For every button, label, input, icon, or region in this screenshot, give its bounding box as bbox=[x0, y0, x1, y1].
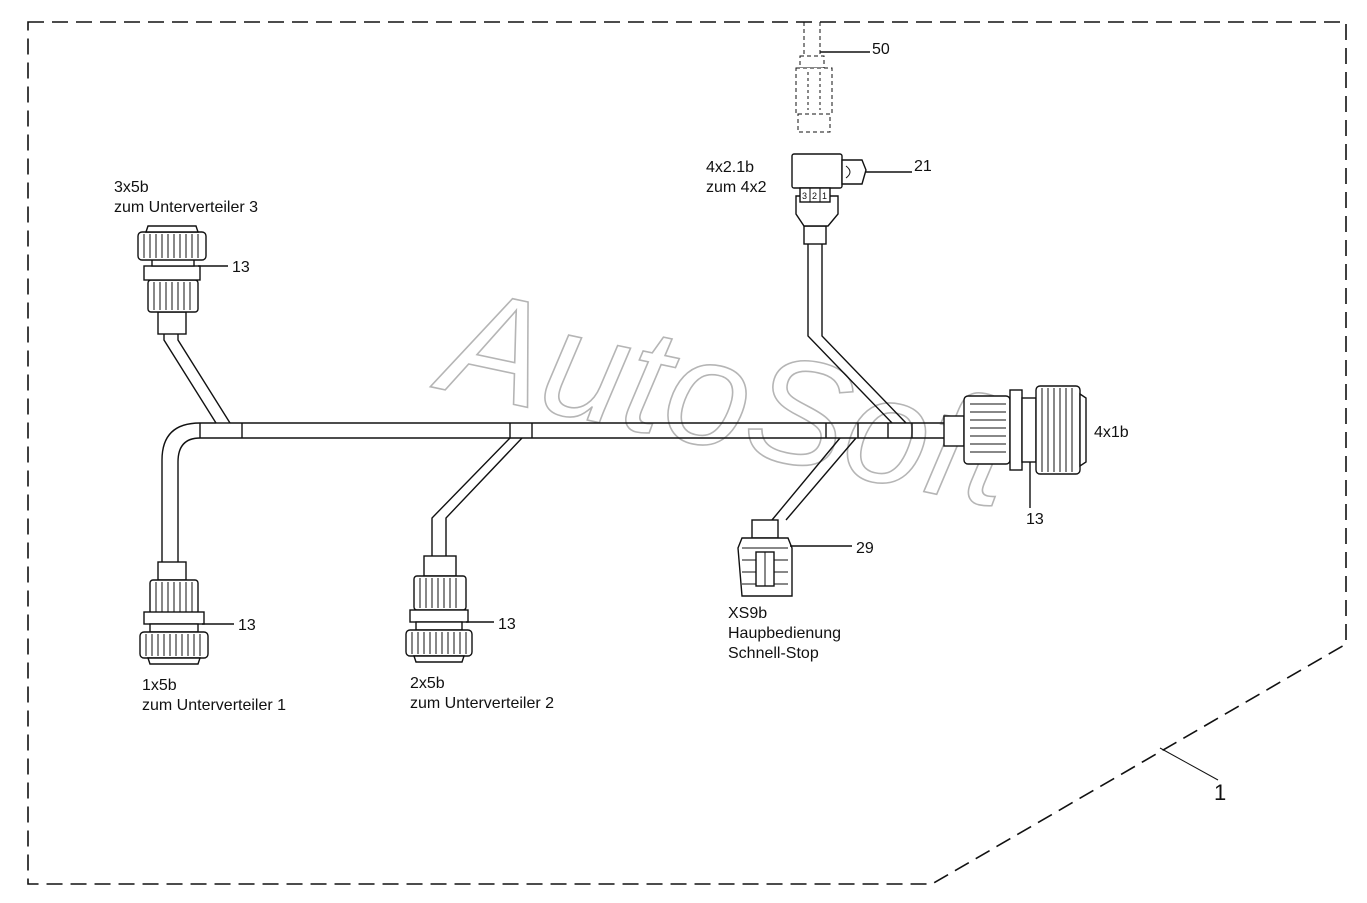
label-2x5b-desc: zum Unterverteiler 2 bbox=[410, 695, 554, 712]
label-1x5b-code: 1x5b bbox=[142, 677, 177, 694]
connector-3x5b: 13 3x5b zum Unterverteiler 3 bbox=[114, 179, 258, 335]
pin-3: 3 bbox=[802, 191, 807, 201]
watermark: AutoSoft bbox=[423, 254, 1034, 541]
connector-4x1b: 13 4x1b bbox=[943, 385, 1129, 528]
connector-4x2-1b: 3 2 1 21 4x2.1b zum 4x2 bbox=[706, 153, 932, 245]
connector-1x5b: 13 1x5b zum Unterverteiler 1 bbox=[139, 561, 286, 714]
callout-21: 21 bbox=[914, 158, 932, 175]
callout-29: 29 bbox=[856, 540, 874, 557]
label-xs9b-desc2: Schnell-Stop bbox=[728, 645, 819, 662]
assembly-callout: 1 bbox=[1214, 780, 1226, 805]
main-trunk bbox=[161, 244, 944, 562]
connector-xs9b: 29 XS9b Haupbedienung Schnell-Stop bbox=[728, 519, 874, 662]
connector-2x5b: 13 2x5b zum Unterverteiler 2 bbox=[405, 555, 554, 712]
pin-2: 2 bbox=[812, 191, 817, 201]
callout-13-bottom-mid: 13 bbox=[498, 616, 516, 633]
label-4x1b-code: 4x1b bbox=[1094, 424, 1129, 441]
label-3x5b-code: 3x5b bbox=[114, 179, 149, 196]
label-xs9b-desc1: Haupbedienung bbox=[728, 625, 841, 642]
label-3x5b-desc: zum Unterverteiler 3 bbox=[114, 199, 258, 216]
label-1x5b-desc: zum Unterverteiler 1 bbox=[142, 697, 286, 714]
assembly-leader bbox=[1159, 747, 1219, 781]
callout-13-top-left: 13 bbox=[232, 259, 250, 276]
mating-connector-dashed: 50 bbox=[795, 22, 890, 133]
label-4x2-1b-desc: zum 4x2 bbox=[706, 179, 767, 196]
callout-50: 50 bbox=[872, 41, 890, 58]
label-4x2-1b-code: 4x2.1b bbox=[706, 159, 754, 176]
callout-13-bottom-left: 13 bbox=[238, 617, 256, 634]
label-2x5b-code: 2x5b bbox=[410, 675, 445, 692]
label-xs9b-code: XS9b bbox=[728, 605, 767, 622]
pin-1: 1 bbox=[822, 191, 827, 201]
callout-13-right: 13 bbox=[1026, 511, 1044, 528]
assembly-boundary bbox=[27, 21, 1347, 885]
